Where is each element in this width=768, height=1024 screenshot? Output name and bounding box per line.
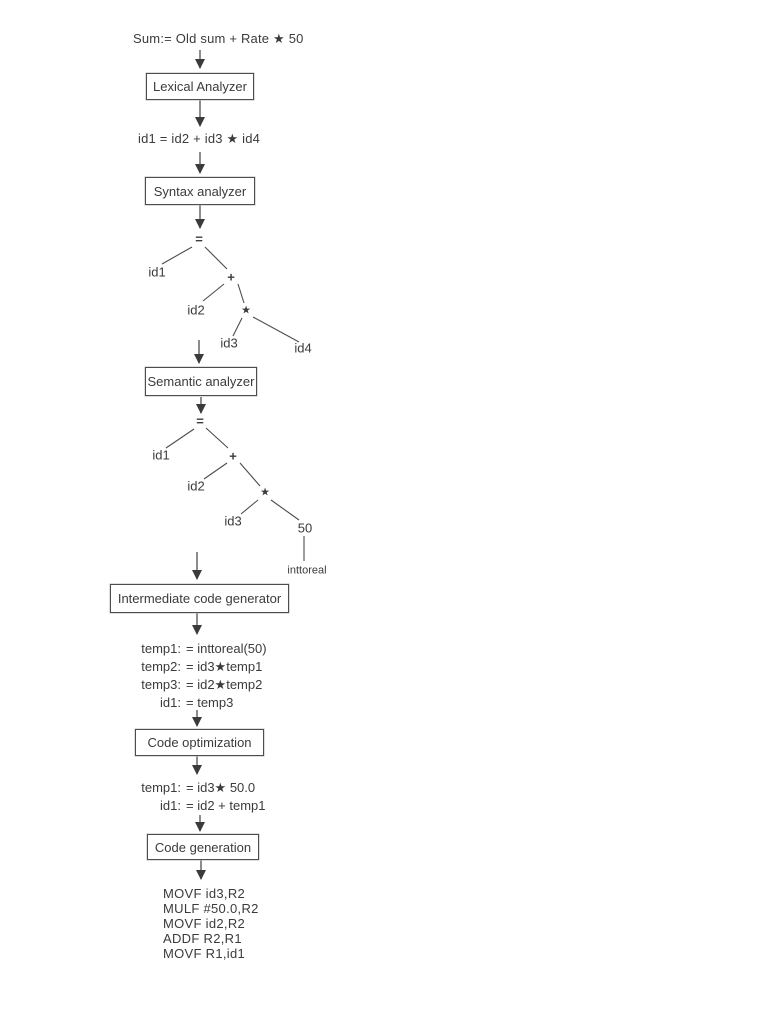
semantic-tree-node-id1: id1	[152, 447, 170, 463]
semantic-tree-node-id2: id2	[187, 478, 205, 494]
asm-line: MOVF id3,R2	[163, 886, 246, 901]
syntax-tree-node-id1: id1	[148, 264, 166, 280]
syntax-tree-node-id3: id3	[220, 335, 238, 351]
syntax-tree-node-assign: =	[195, 231, 203, 247]
tree-edge	[270, 499, 300, 521]
code-line-label: id1:	[160, 695, 181, 710]
asm-line: MULF #50.0,R2	[163, 901, 259, 916]
code-line-value: = id3★temp1	[186, 659, 263, 674]
code-line: temp1: = id3★ 50.0	[136, 779, 266, 797]
code-line: temp3: = id2★temp2	[136, 676, 267, 694]
code-line-label: temp1:	[141, 780, 181, 795]
syntax-tree-node-star: ★	[241, 304, 251, 317]
code-line: id1: = temp3	[136, 694, 267, 712]
syntax-tree-node-plus: +	[227, 269, 235, 285]
semantic-tree-node-inttoreal: inttoreal	[287, 564, 327, 577]
syntax-tree-node-id4: id4	[294, 340, 312, 356]
tree-edge	[203, 462, 228, 480]
stage-label: Semantic analyzer	[147, 374, 255, 389]
code-line-value: = temp3	[186, 695, 234, 710]
stage-label: Code generation	[154, 839, 252, 855]
tree-edge	[239, 462, 261, 487]
source-code-text: Sum:= Old sum + Rate ★ 50	[133, 31, 304, 46]
tree-edge	[232, 317, 243, 337]
optimized-code-block: temp1: = id3★ 50.0 id1: = id2 + temp1	[136, 779, 266, 815]
semantic-tree-node-star: ★	[260, 486, 270, 499]
tree-edge	[205, 427, 229, 449]
tree-edge	[252, 316, 300, 343]
code-line-label: temp3:	[141, 677, 181, 692]
tree-edge	[161, 246, 193, 265]
code-line: temp1: = inttoreal(50)	[136, 640, 267, 658]
tree-edge	[202, 283, 225, 302]
stage-box-code-generation: Code generation	[147, 834, 259, 860]
stage-label: Lexical Analyzer	[153, 79, 247, 94]
stage-box-semantic-analyzer: Semantic analyzer	[145, 367, 257, 396]
stage-label: Code optimization	[147, 735, 252, 750]
semantic-tree-edges	[165, 427, 305, 561]
asm-line: MOVF R1,id1	[163, 946, 246, 961]
tree-edge	[204, 246, 228, 270]
stage-box-code-optimization: Code optimization	[135, 729, 264, 756]
code-line-label: temp2:	[141, 659, 181, 674]
code-line-value: = id2★temp2	[186, 677, 263, 692]
code-line-label: temp1:	[141, 641, 181, 656]
code-line-value: = id3★ 50.0	[186, 780, 256, 795]
code-line: temp2: = id3★temp1	[136, 658, 267, 676]
code-line-label: id1:	[160, 798, 181, 813]
code-line: id1: = id2 + temp1	[136, 797, 266, 815]
machine-code-block: MOVF id3,R2 MULF #50.0,R2 MOVF id2,R2 AD…	[163, 886, 259, 961]
stage-label: Syntax analyzer	[153, 183, 247, 199]
tree-edge	[165, 428, 195, 449]
intermediate-code-block: temp1: = inttoreal(50) temp2: = id3★temp…	[136, 640, 267, 712]
syntax-tree-node-id2: id2	[187, 302, 205, 318]
tree-edge	[237, 283, 245, 304]
semantic-tree-node-plus: +	[229, 448, 237, 464]
semantic-tree-node-id3: id3	[224, 513, 242, 529]
code-line-value: = inttoreal(50)	[186, 641, 267, 656]
code-line-value: = id2 + temp1	[186, 798, 266, 813]
asm-line: MOVF id2,R2	[163, 916, 246, 931]
stage-box-syntax-analyzer: Syntax analyzer	[145, 177, 255, 205]
syntax-tree-edges	[161, 246, 300, 343]
semantic-tree-node-50: 50	[297, 520, 313, 536]
stage-box-lexical-analyzer: Lexical Analyzer	[146, 73, 254, 100]
tree-edge	[240, 499, 259, 515]
semantic-tree-node-assign: =	[196, 413, 204, 429]
flow-arrows	[192, 50, 206, 880]
asm-line: ADDF R2,R1	[163, 931, 242, 946]
token-stream-text: id1 = id2 + id3 ★ id4	[138, 131, 261, 146]
stage-label: Intermediate code generator	[117, 591, 282, 606]
stage-box-intermediate-code-generator: Intermediate code generator	[110, 584, 289, 613]
